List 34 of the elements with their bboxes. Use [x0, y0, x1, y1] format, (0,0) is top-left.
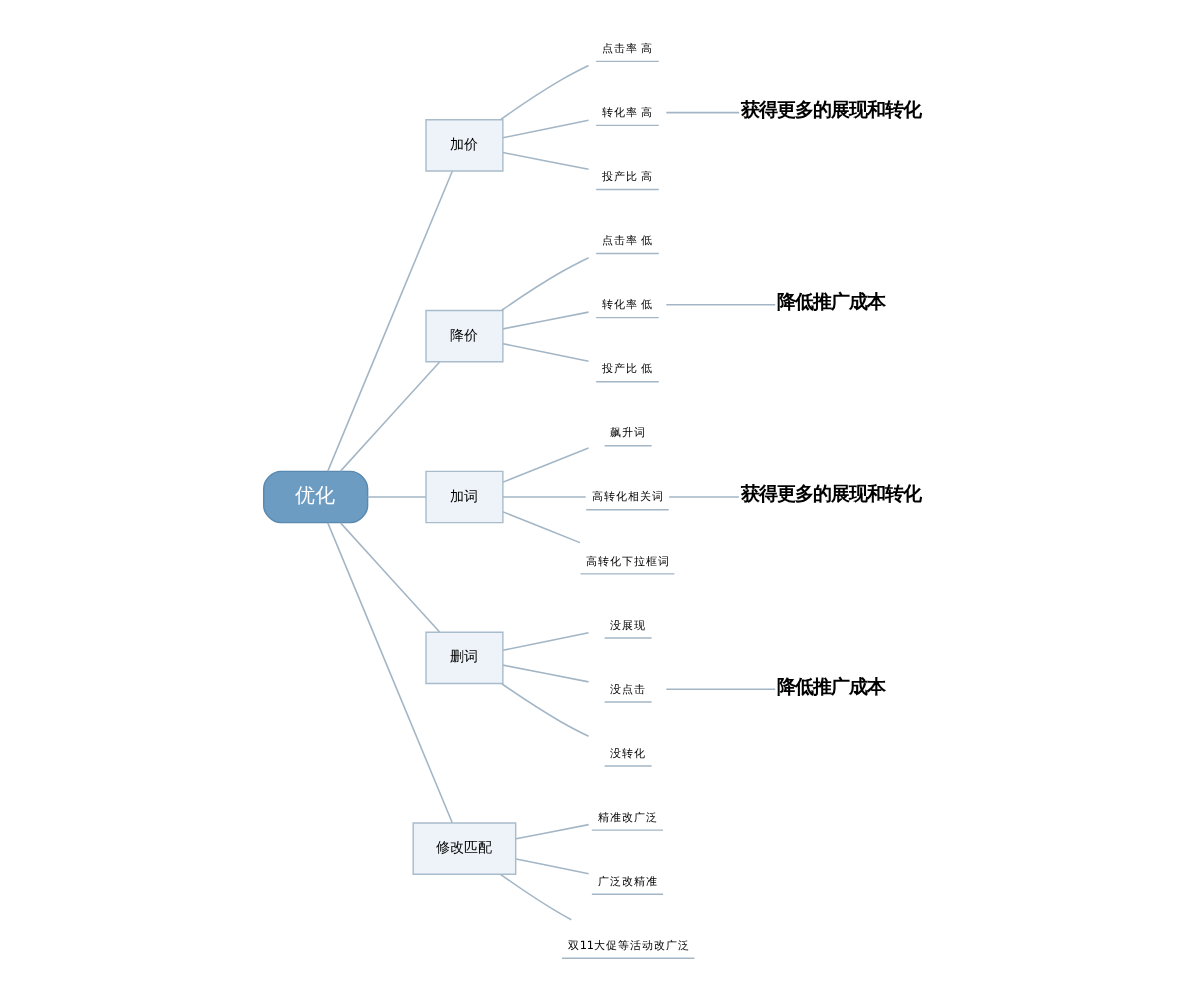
- connector: [502, 311, 590, 330]
- node-box: 删词: [425, 631, 504, 685]
- connector: [339, 522, 441, 633]
- node-box: 降价: [425, 309, 504, 363]
- connector: [501, 256, 590, 312]
- node-text: 获得更多的展现和转化: [740, 100, 921, 123]
- node-box: 修改匹配: [412, 822, 517, 875]
- connector: [500, 873, 573, 921]
- connector: [366, 496, 427, 498]
- connector: [515, 858, 590, 875]
- connector: [501, 682, 590, 738]
- connector: [327, 522, 454, 824]
- node-text: 降低推广成本: [776, 292, 885, 315]
- connector: [502, 151, 590, 171]
- connector: [665, 111, 740, 114]
- connector: [665, 304, 777, 306]
- connector: [668, 496, 740, 498]
- connector: [327, 170, 454, 472]
- connector: [502, 496, 587, 498]
- connector: [515, 823, 590, 840]
- connector: [339, 361, 441, 472]
- node-box: 优化: [263, 470, 369, 524]
- connector: [502, 119, 590, 139]
- connector: [502, 632, 590, 652]
- node-box: 加价: [425, 119, 504, 172]
- node-box: 加词: [425, 470, 504, 524]
- connector: [502, 447, 590, 483]
- connector: [502, 342, 590, 362]
- node-text: 获得更多的展现和转化: [740, 484, 921, 507]
- node-text: 降低推广成本: [776, 676, 885, 699]
- connector: [502, 664, 590, 683]
- connector: [665, 688, 777, 690]
- connector: [500, 64, 590, 121]
- connector: [502, 511, 581, 544]
